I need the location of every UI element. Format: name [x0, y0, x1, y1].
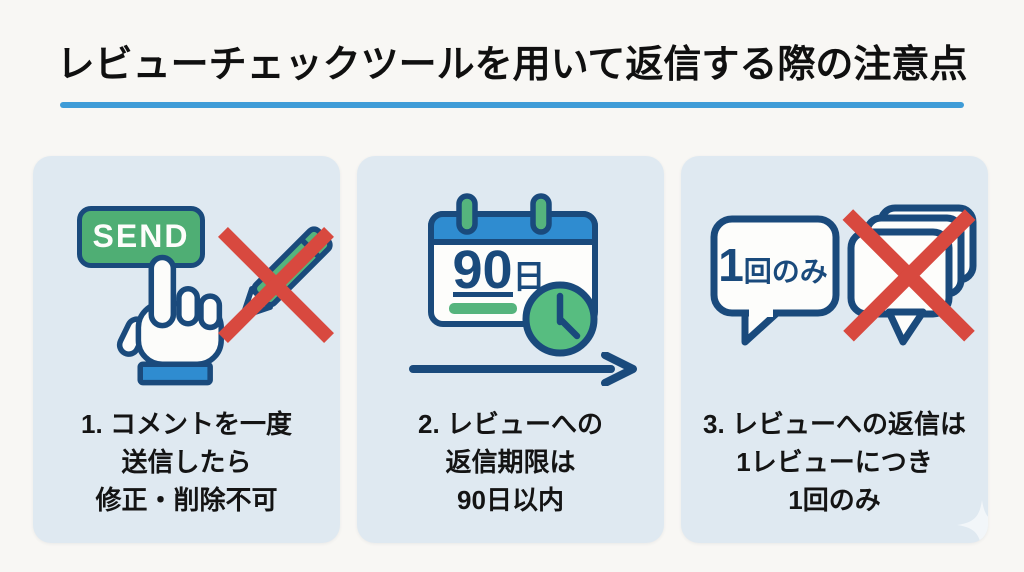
card-caption: 2. レビューへの 返信期限は 90日以内: [357, 391, 664, 543]
point-card-2: 90日 2. レビューへの 返信期限は 90日以内: [357, 155, 664, 543]
caption-line: 返信期限は: [445, 446, 576, 477]
speech-bubble-icon: 1回のみ: [710, 215, 840, 345]
point-card-1: SEND: [33, 155, 340, 543]
title-underline: [60, 101, 964, 108]
stacked-speech-bubbles-icon: [842, 204, 977, 345]
single-reply-illustration: 1回のみ: [681, 156, 988, 391]
pointer-hand-icon: [116, 254, 224, 385]
send-button-label: SEND: [92, 218, 190, 254]
send-no-edit-illustration: SEND: [33, 156, 340, 391]
sparkle-icon: [957, 499, 988, 543]
card-caption: 3. レビューへの返信は 1レビューにつき 1回のみ: [681, 391, 988, 543]
cross-mark-icon: [218, 226, 334, 343]
page-title: レビューチェックツールを用いて返信する際の注意点: [56, 44, 968, 86]
deadline-illustration: 90日: [357, 156, 664, 391]
calendar-icon: 90日: [428, 192, 598, 356]
cards-row: SEND: [0, 155, 1024, 543]
send-button-icon: SEND: [77, 205, 205, 268]
point-card-3: 1回のみ 3. レビューへの返信は 1レビューにつき 1回のみ: [681, 155, 988, 543]
caption-line: 修正・削除不可: [95, 484, 278, 515]
caption-line: 送信したら: [121, 446, 252, 477]
caption-line: 1. コメントを一度: [81, 408, 292, 439]
card-caption: 1. コメントを一度 送信したら 修正・削除不可: [33, 391, 340, 543]
bubble-label: 1回のみ: [718, 239, 828, 291]
timeline-arrow-icon: [409, 351, 637, 386]
cross-mark-icon: [842, 208, 976, 341]
caption-line: 3. レビューへの返信は: [703, 408, 966, 439]
caption-line: 90日以内: [457, 484, 564, 515]
caption-line: 1回のみ: [788, 484, 881, 515]
calendar-days-label: 90日: [452, 240, 545, 300]
caption-line: 1レビューにつき: [736, 446, 933, 477]
header: レビューチェックツールを用いて返信する際の注意点: [0, 0, 1024, 108]
clock-icon: [522, 281, 598, 356]
pencil-icon: [218, 225, 334, 343]
caption-line: 2. レビューへの: [418, 408, 603, 439]
